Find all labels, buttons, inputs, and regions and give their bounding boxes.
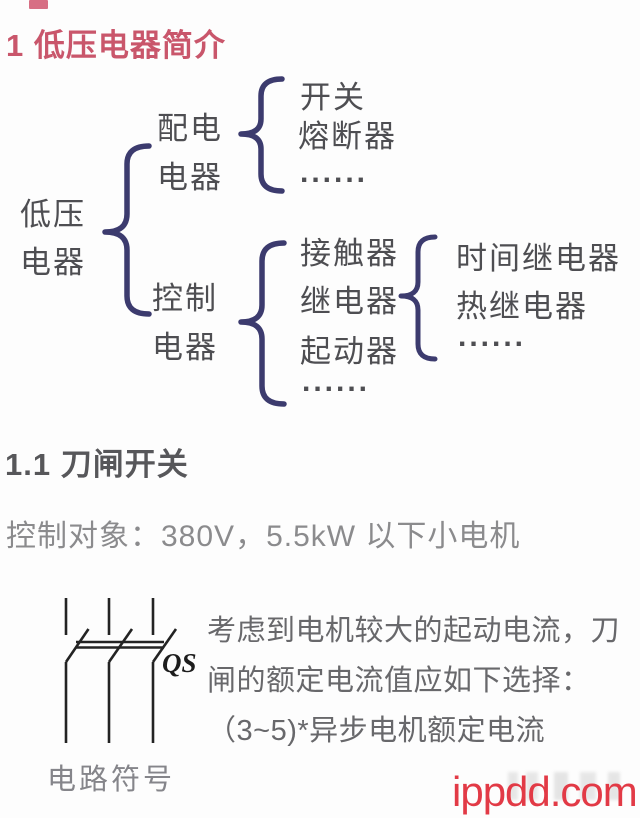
pole1-blade — [64, 628, 90, 663]
control-line2: 电器 — [152, 330, 218, 365]
tree-leaf-fuse: 熔断器 — [298, 119, 397, 154]
selection-paragraph: 考虑到电机较大的起动电流，刀 闸的额定电流值应如下选择： （3~5)*异步电机额… — [207, 606, 639, 756]
page-title: 1 低压电器简介 — [6, 28, 226, 63]
brace-relay — [398, 234, 438, 362]
tree-leaf-thermal-relay: 热继电器 — [456, 289, 588, 324]
paragraph-line-3: （3~5)*异步电机额定电流 — [207, 715, 546, 747]
tree-leaf-contactor: 接触器 — [300, 236, 399, 271]
brace-root — [102, 143, 152, 317]
pole3-blade — [151, 628, 178, 663]
tree-leaf-ellipsis-1: ...... — [300, 156, 369, 189]
tree-leaf-time-relay: 时间继电器 — [456, 241, 621, 276]
paragraph-line-1: 考虑到电机较大的起动电流，刀 — [207, 615, 621, 647]
control-line1: 控制 — [152, 281, 218, 316]
red-top-mark — [29, 0, 48, 9]
tree-root-node: 低压 电器 — [20, 191, 86, 287]
distribution-line1: 配电 — [157, 111, 223, 146]
paragraph-line-2: 闸的额定电流值应如下选择： — [207, 665, 591, 697]
pole2-blade — [107, 628, 134, 663]
symbol-caption: 电路符号 — [47, 764, 176, 796]
control-target-line: 控制对象：380V，5.5kW 以下小电机 — [6, 520, 521, 553]
switch-device-label: QS — [162, 648, 197, 678]
brace-control — [238, 240, 287, 407]
site-watermark: ippdd.com — [452, 768, 638, 815]
tree-leaf-starter: 起动器 — [300, 334, 399, 369]
knife-switch-symbol: QS — [64, 598, 197, 743]
brace-distribution — [238, 76, 285, 194]
tree-node-control: 控制 电器 — [152, 274, 218, 372]
distribution-line2: 电器 — [157, 160, 223, 195]
tree-leaf-switch: 开关 — [300, 80, 366, 115]
tree-node-distribution: 配电 电器 — [157, 104, 223, 202]
faded-watermark-smudge — [508, 772, 626, 800]
tree-root-line1: 低压 — [20, 197, 86, 232]
section-heading: 1.1 刀闸开关 — [5, 447, 189, 482]
tree-leaf-relay: 继电器 — [300, 284, 399, 319]
tree-leaf-ellipsis-3: ...... — [458, 320, 527, 353]
tree-root-line2: 电器 — [20, 245, 86, 280]
tree-leaf-ellipsis-2: ...... — [302, 365, 371, 398]
